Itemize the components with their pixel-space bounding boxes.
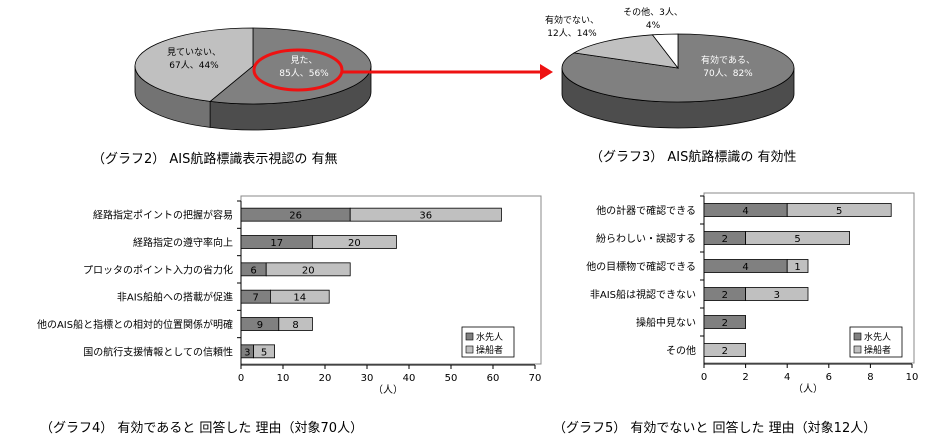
bar-value-5-0: 3: [244, 347, 250, 358]
category-label-2: プロッタのポイント入力の省力化: [83, 263, 233, 276]
bar-value-0-0: 26: [289, 211, 302, 222]
bar-value-0-1: 5: [836, 206, 842, 217]
slice-label-effective-value: 70人、82%: [703, 68, 753, 79]
bar-3-1: [745, 287, 809, 301]
category-label-5: 国の航行支援情報としての信頼性: [83, 345, 233, 358]
slice-label-other-value: 4%: [646, 21, 661, 31]
category-label-1: 経路指定の遵守率向上: [133, 236, 233, 249]
bar-value-4-1: 8: [292, 320, 298, 331]
category-label-0: 他の計器で確認できる: [596, 204, 696, 217]
graph2-caption: （グラフ2） AIS航路標識表示視認の 有無: [92, 152, 338, 167]
x-tick-label-2: 20: [319, 373, 332, 384]
bar-2-1: [265, 262, 351, 277]
x-tick-label-3: 6: [826, 372, 832, 383]
graph5-caption: （グラフ5） 有効でないと 回答した 理由（対象12人）: [553, 421, 877, 436]
category-label-5: その他: [666, 344, 696, 357]
legend-swatch-0: [853, 332, 862, 341]
slice-label-effective: 有効である、: [701, 54, 755, 66]
bar-1-1: [745, 231, 850, 245]
category-label-1: 紛らわしい・誤認する: [596, 232, 696, 245]
bar-value-5-1: 5: [261, 347, 267, 358]
x-tick-label-1: 10: [277, 373, 290, 384]
highlight-arrowhead: [540, 64, 553, 80]
x-tick-label-4: 40: [403, 373, 416, 384]
legend-label-0: 水先人: [476, 331, 503, 343]
x-tick-label-2: 4: [784, 372, 790, 383]
bar-value-4-0: 9: [257, 320, 263, 331]
x-tick-label-5: 50: [445, 373, 458, 384]
slice-label-not-effective-value: 12人、14%: [547, 28, 597, 39]
bar-value-0-1: 36: [419, 211, 432, 222]
x-tick-label-1: 2: [742, 372, 748, 383]
category-label-4: 操船中見ない: [636, 316, 696, 329]
plot-area: [240, 195, 542, 365]
bar-value-1-1: 20: [348, 238, 361, 249]
graph4-caption: （グラフ4） 有効であると 回答した 理由（対象70人）: [40, 421, 364, 436]
pie-slice-0: [561, 33, 795, 103]
bar-value-5-1: 2: [722, 346, 728, 357]
bar-value-3-0: 7: [253, 293, 259, 304]
legend-label-1: 操船者: [864, 344, 891, 356]
bar-4-0: [703, 315, 746, 329]
bar-0-1: [786, 203, 892, 217]
bar-1-1: [311, 235, 397, 249]
bar-0-1: [349, 207, 502, 222]
graph5-bar-chart: 0 2 4 6 8 10 （人） 他の計器で確認できる 4 5 紛らわしい・誤認する 2 5 他の目標物で…: [586, 192, 919, 395]
bar-value-2-0: 6: [250, 265, 256, 276]
x-axis-label: （人）: [373, 384, 403, 396]
x-tick-label-0: 0: [701, 372, 707, 383]
graph2-pie-chart: 見た、 85人、56% 見ていない、 67人、44%: [134, 27, 553, 131]
x-tick-label-4: 8: [867, 372, 873, 383]
x-tick-label-5: 10: [906, 372, 919, 383]
bar-2-1: [786, 259, 809, 273]
pie-slice-1: [572, 34, 679, 69]
slice-label-other: その他、3人、: [623, 6, 683, 18]
bar-3-1: [269, 289, 330, 304]
slice-label-not-seen: 見ていない、: [167, 47, 221, 58]
pie-slice-2: [651, 33, 679, 70]
slice-label-seen: 見た、: [290, 55, 317, 66]
bar-value-3-0: 2: [722, 290, 728, 301]
x-tick-label-0: 0: [238, 373, 244, 384]
category-label-0: 経路指定ポイントの把握が容易: [93, 209, 233, 222]
bar-5-1: [703, 343, 746, 357]
x-tick-label-7: 70: [529, 373, 542, 384]
pie-slice-1: [134, 27, 254, 102]
legend-label-1: 操船者: [476, 344, 503, 356]
slice-label-not-effective: 有効でない、: [545, 14, 599, 26]
bar-value-0-0: 4: [742, 206, 748, 217]
highlight-ellipse: [252, 48, 344, 92]
bar-value-3-1: 14: [293, 293, 306, 304]
category-label-2: 他の目標物で確認できる: [586, 260, 696, 273]
legend-swatch-1: [465, 345, 474, 354]
legend-swatch-0: [465, 332, 474, 341]
x-axis-label: （人）: [793, 383, 823, 395]
bar-value-3-1: 3: [774, 290, 780, 301]
bar-4-1: [278, 317, 313, 331]
legend-label-0: 水先人: [864, 331, 891, 343]
graph3-caption: （グラフ3） AIS航路標識の 有効性: [590, 150, 797, 165]
category-label-3: 非AIS船舶への搭載が促進: [117, 291, 233, 304]
legend-swatch-1: [853, 345, 862, 354]
bar-value-2-1: 20: [302, 265, 315, 276]
bar-value-1-0: 2: [722, 234, 728, 245]
slice-label-not-seen-value: 67人、44%: [169, 60, 219, 71]
bar-value-1-0: 17: [270, 238, 283, 249]
bar-5-1: [253, 344, 276, 359]
bar-value-1-1: 5: [794, 234, 800, 245]
bar-value-2-1: 1: [794, 262, 800, 273]
x-tick-label-3: 30: [361, 373, 374, 384]
bar-value-4-0: 2: [722, 318, 728, 329]
bar-value-2-0: 4: [742, 262, 748, 273]
category-label-3: 非AIS船は視認できない: [590, 288, 696, 301]
graph3-pie-chart: 有効である、 70人、82% 有効でない、 12人、14% その他、3人、 4%: [545, 6, 795, 129]
x-tick-label-6: 60: [487, 373, 500, 384]
slice-label-seen-value: 85人、56%: [279, 68, 329, 79]
category-label-4: 他のAIS船と指標との相対的位置関係が明確: [37, 318, 233, 331]
